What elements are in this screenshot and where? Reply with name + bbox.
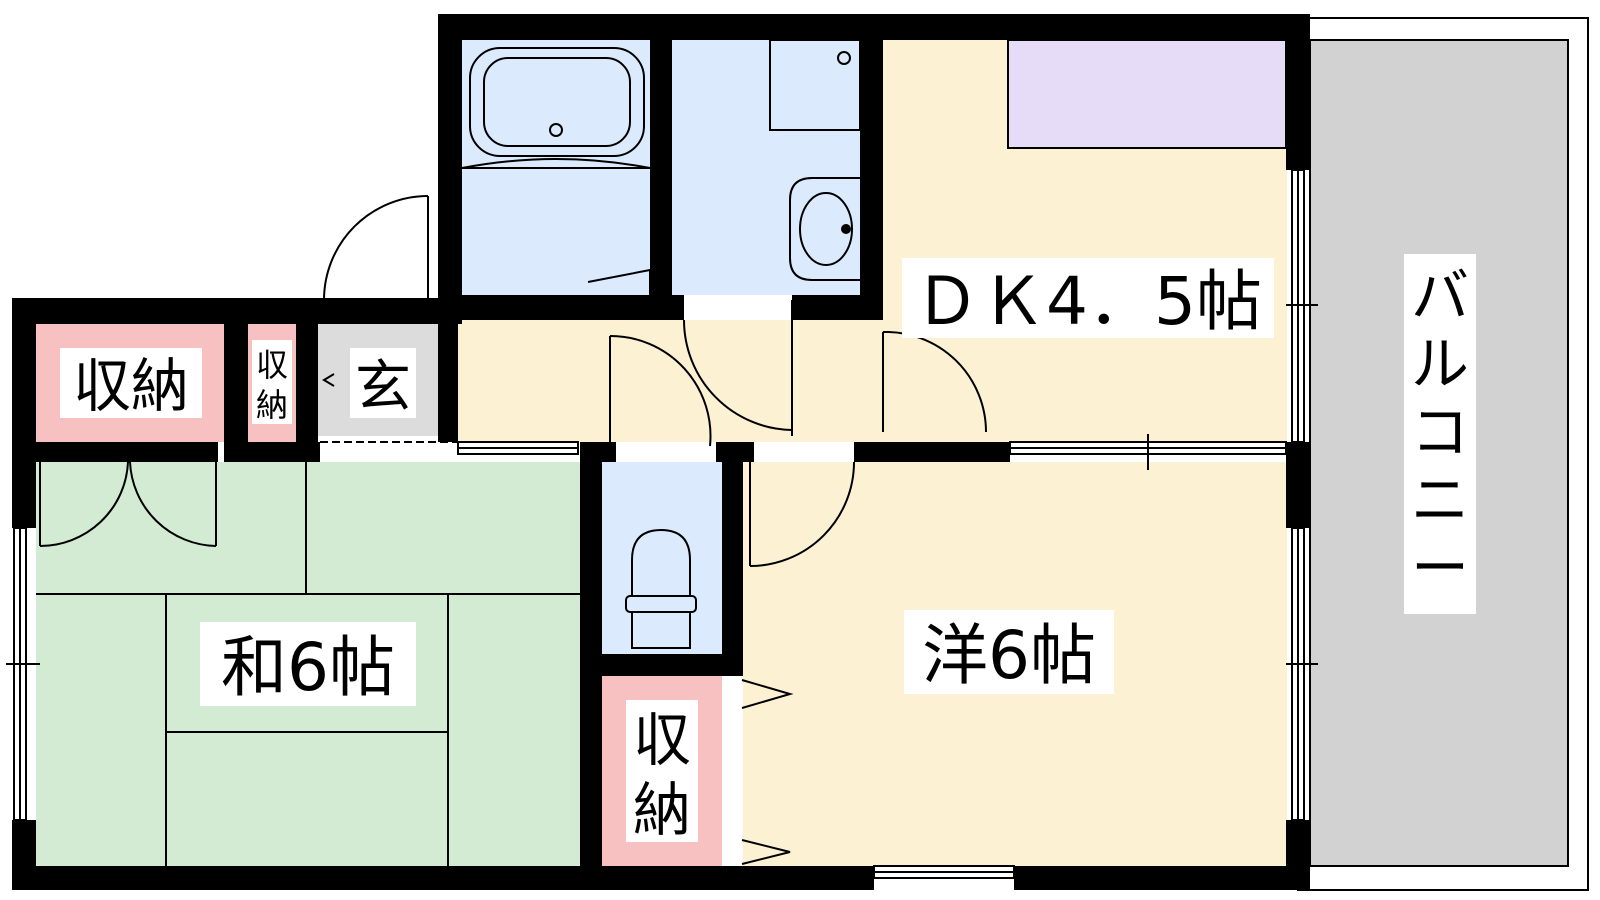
balcony-label-char: ル (1411, 330, 1469, 398)
window-ticks (6, 298, 1318, 672)
walls (12, 14, 1310, 890)
storage-bottom-label-2: 納 (633, 776, 691, 844)
western-label-bg (904, 610, 1114, 694)
balcony-label-char: ー (1411, 534, 1469, 602)
fixtures (461, 17, 1589, 891)
storage-small-label-bg (252, 340, 292, 424)
balcony-label-char: コ (1411, 398, 1469, 466)
door-swings (39, 195, 987, 865)
toilet-floor (602, 462, 722, 654)
bathtub (469, 47, 645, 157)
dk-label: ＤＫ4．5帖 (914, 263, 1262, 340)
storage-small-label-2: 納 (256, 386, 288, 424)
japanese-label: 和6帖 (221, 629, 395, 706)
hall-floor (458, 320, 883, 442)
toilet-bowl (631, 528, 691, 597)
western-label: 洋6帖 (922, 617, 1096, 694)
balcony-label-bg (1404, 254, 1476, 614)
balcony-label-char: バ (1411, 262, 1469, 330)
storage-bottom-label-bg (626, 700, 698, 842)
kitchen-counter (1007, 39, 1287, 149)
storage-bottom-label-1: 収 (633, 706, 691, 774)
storage-left-label: 収納 (73, 352, 189, 420)
entrance-label: 玄 (355, 355, 411, 420)
balcony-label-char: ニ (1411, 466, 1469, 534)
storage-left-label-bg (60, 348, 202, 418)
washbasin (789, 177, 860, 281)
japanese-label-bg (200, 622, 416, 706)
tatami-lines (36, 462, 580, 866)
dk-label-bg (902, 258, 1274, 338)
washroom-floor (672, 40, 860, 295)
entrance-label-bg (350, 348, 416, 418)
storage-small-label-1: 収 (256, 346, 288, 384)
